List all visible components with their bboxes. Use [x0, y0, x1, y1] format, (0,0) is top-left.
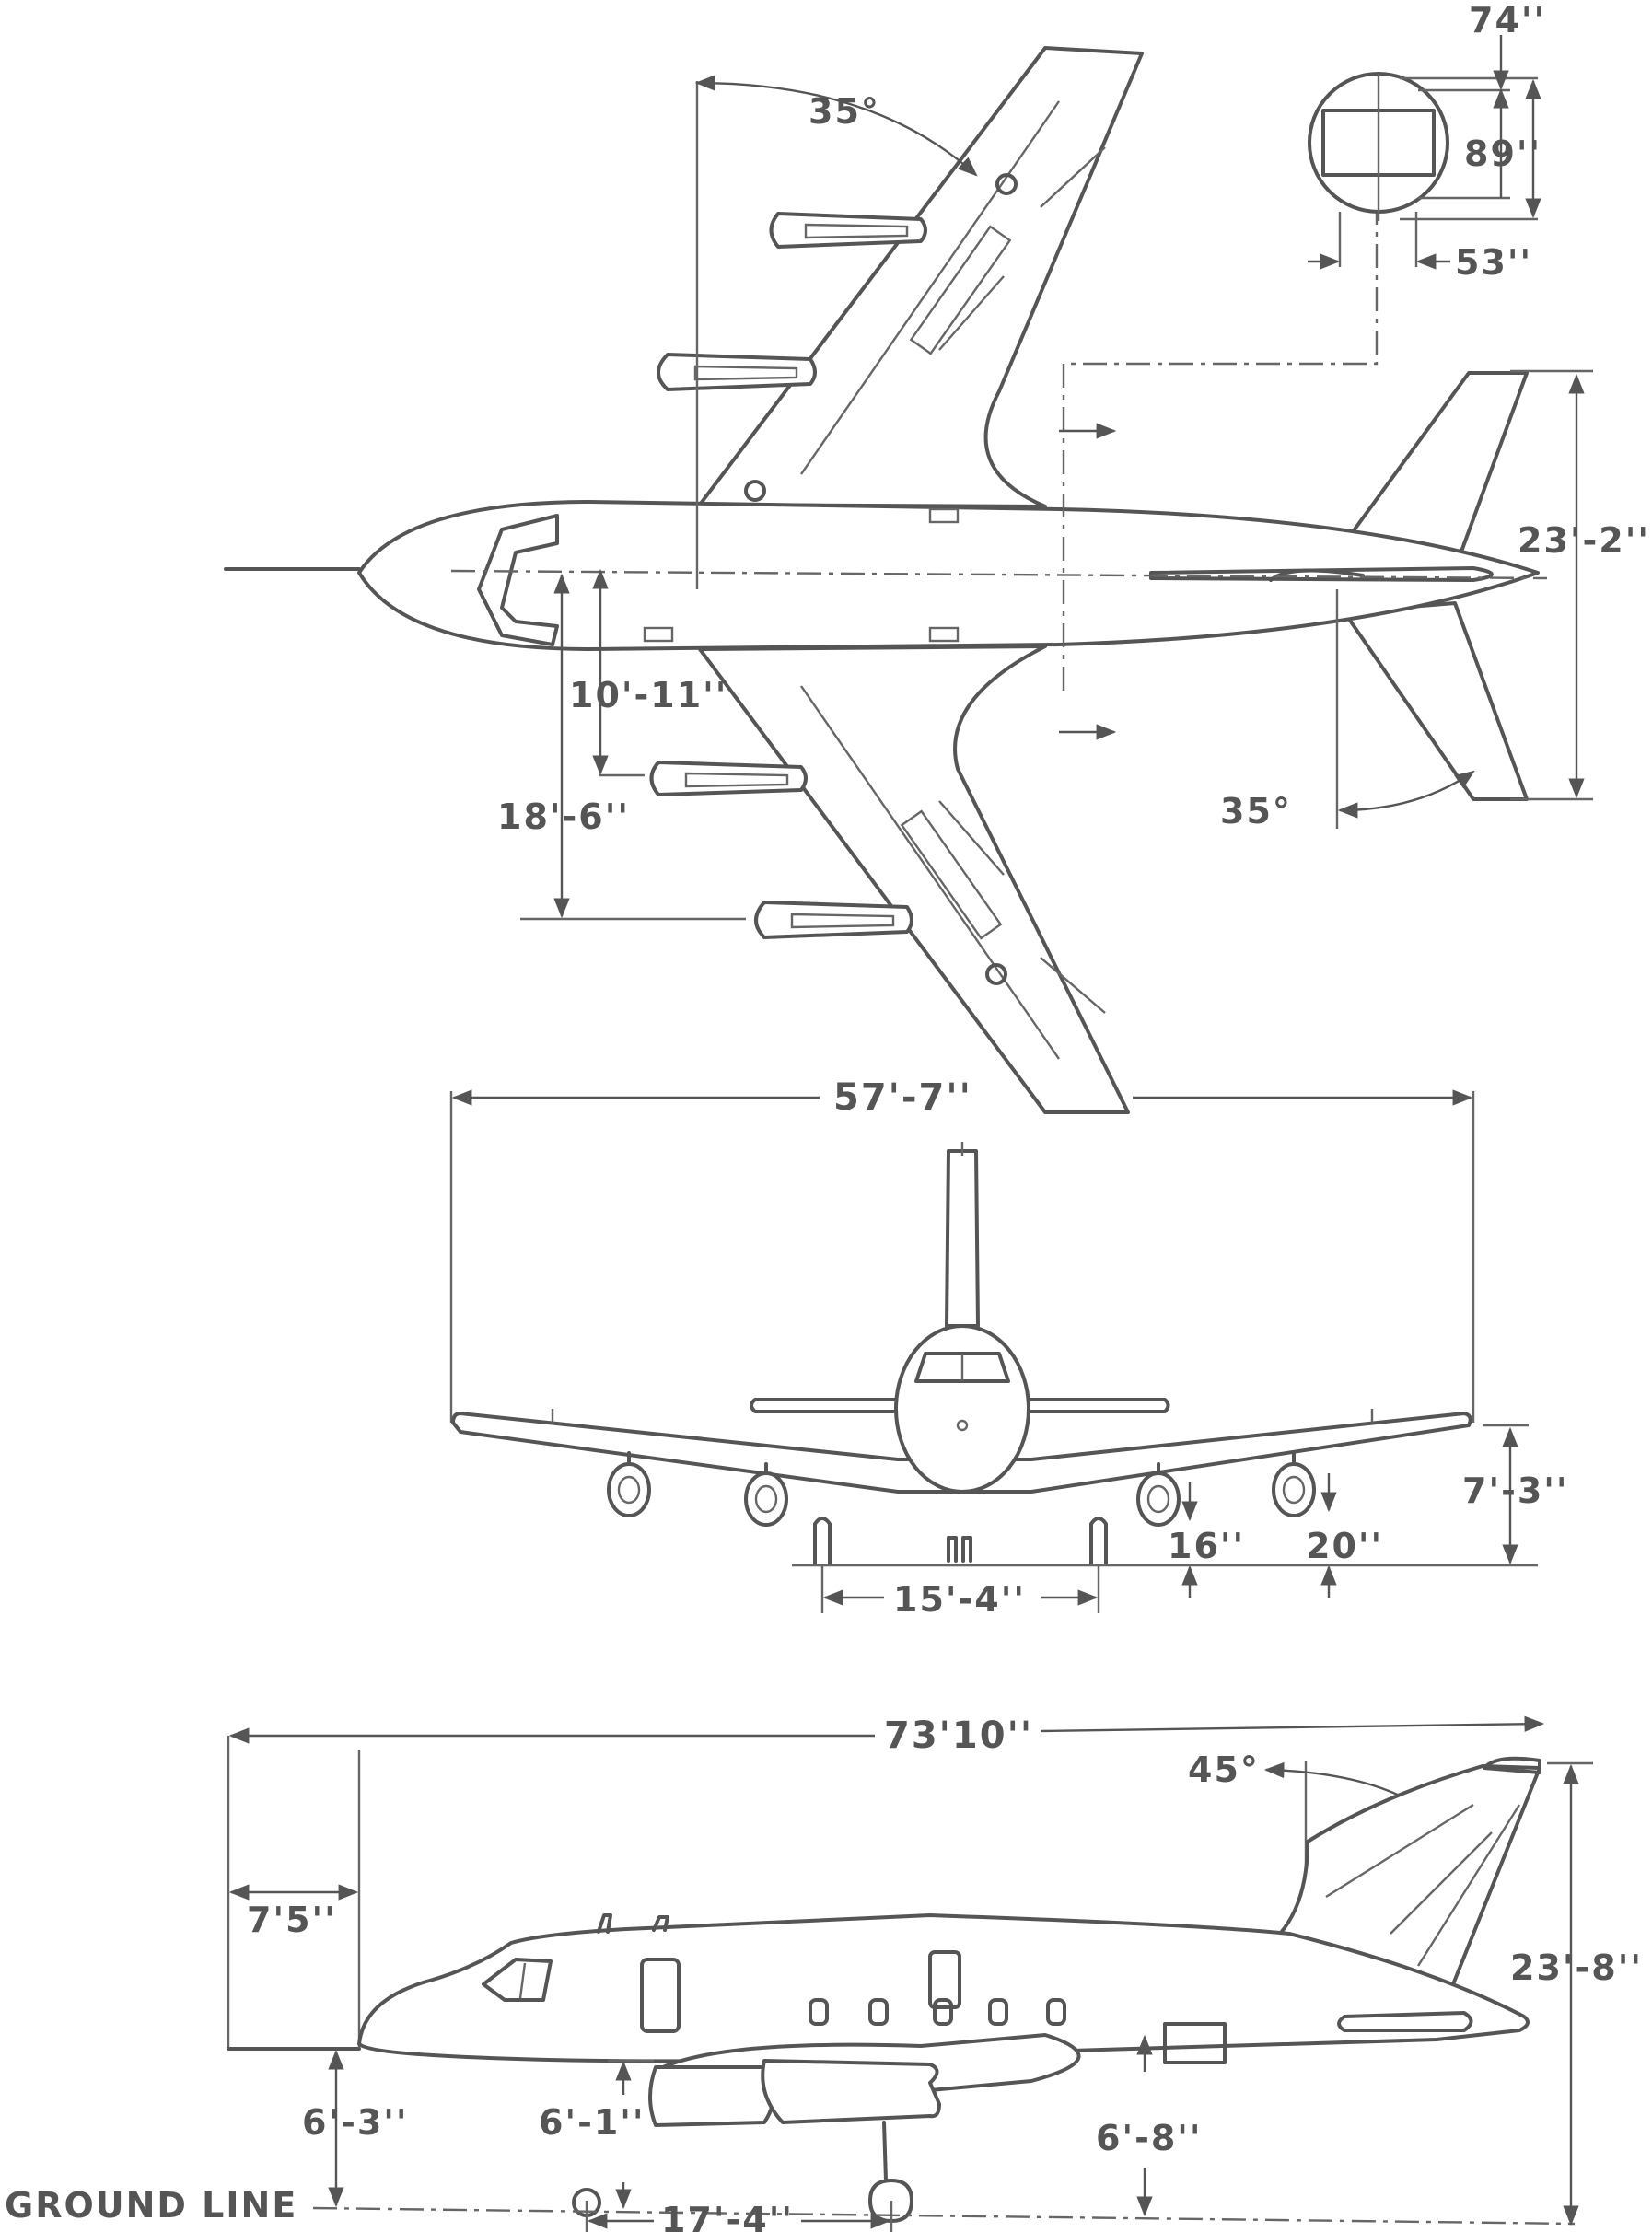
- side-view: 73'10'' 7'5'' 45°: [5, 1715, 1643, 2232]
- ground-line: [312, 2206, 1576, 2226]
- section-89-label: 89'': [1464, 134, 1541, 174]
- lower-wing: [698, 645, 1130, 1114]
- front-view: 57'-7'' 7'-3'': [449, 1076, 1569, 1620]
- span-label: 57'-7'': [833, 1076, 972, 1119]
- section-53-label: 53'': [1455, 242, 1532, 283]
- fin-sweep-label: 45°: [1188, 1750, 1260, 1790]
- tail-sweep-label: 35°: [1220, 791, 1292, 831]
- outer-clearance-label: 20'': [1306, 1526, 1383, 1566]
- outer-engine-offset-label: 18'-6'': [497, 796, 630, 837]
- lower-inner-engine: [649, 761, 808, 796]
- side-windows: [809, 1998, 1066, 2026]
- upper-inner-engine: [657, 353, 817, 391]
- inner-clearance-label: 16'': [1168, 1526, 1245, 1566]
- ground-line-label: GROUND LINE: [5, 2185, 297, 2226]
- front-engines: [607, 1451, 1316, 1527]
- front-fuselage: [894, 1324, 1030, 1494]
- track-label: 15'-4'': [893, 1579, 1026, 1620]
- front-fin: [945, 1149, 980, 1328]
- nose-height-label: 6'-3'': [302, 2102, 409, 2143]
- nose-length-label: 7'5'': [247, 1900, 337, 1940]
- wing-sweep-label: 35°: [809, 91, 880, 132]
- upper-outer-engine: [769, 212, 927, 249]
- nacelle-height-label: 6'-1'': [539, 2102, 646, 2143]
- upper-wing: [698, 46, 1144, 508]
- wing-height-label: 6'-8'': [1096, 2118, 1203, 2158]
- lower-outer-engine: [754, 901, 913, 939]
- lower-tailplane: [1343, 601, 1529, 801]
- side-nacelles: [648, 2059, 941, 2127]
- tail-span-label: 23'-2'': [1518, 520, 1650, 561]
- top-view: 35° 10'-11'' 18'-6'' 23'-2'' 35°: [224, 46, 1650, 1114]
- overall-height-label: 23'-8'': [1510, 1947, 1643, 1988]
- fuselage-top: [357, 500, 1540, 651]
- section-74-label: 74'': [1469, 0, 1546, 41]
- inner-engine-offset-label: 10'-11'': [569, 675, 727, 715]
- length-label: 73'10'': [884, 1715, 1033, 1757]
- wheelbase-label: 17'-4'': [661, 2200, 794, 2232]
- front-height-label: 7'-3'': [1462, 1471, 1569, 1511]
- fuselage-section: 74'' 89'' 53'': [1308, 0, 1546, 283]
- vertical-fin: [1278, 1764, 1541, 2005]
